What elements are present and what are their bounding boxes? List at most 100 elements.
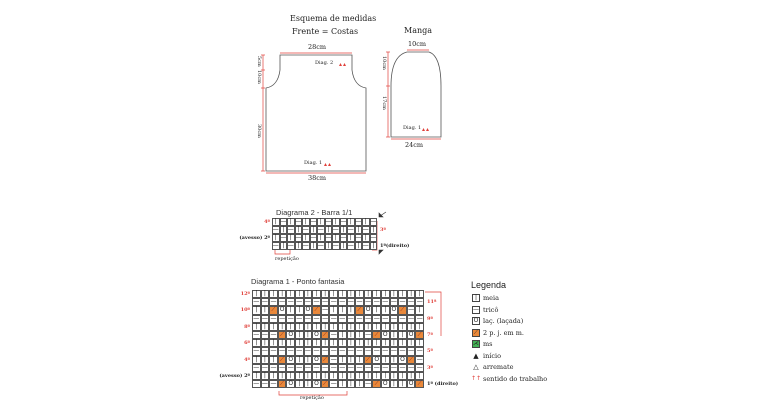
chart-cell: — [260,298,270,307]
chart-cell: — [260,331,270,340]
body-top-width: 28cm [308,43,327,51]
chart-cell: — [346,363,356,372]
legend-item: ⟋2 p. j. em m. [472,328,524,337]
chart-cell: | [286,372,295,381]
chart-cell: | [415,322,424,331]
chart-cell: | [406,322,416,331]
chart-cell: — [389,363,399,372]
chart-cell: — [287,226,295,234]
sleeve-bottom-width: 24cm [405,141,424,149]
legend-label: início [483,351,501,360]
chart-cell: | [286,306,295,315]
chart-cell: | [295,322,304,331]
chart-cell: — [252,363,261,372]
chart-cell: — [389,347,399,356]
sleeve-cap-height: 10cm [381,56,387,70]
chart-cell: | [277,290,287,299]
chart-cell: | [260,306,270,315]
chart-cell: | [309,242,317,250]
body-height: 30cm [256,124,262,138]
sleeve-top-width: 10cm [408,40,427,48]
chart-cell: | [347,218,355,226]
chart-cell: | [279,242,287,250]
chart-cell: — [329,298,338,307]
legend-label: 2 p. j. em m. [483,328,524,337]
chart-cell: — [286,314,295,323]
chart-cell: — [332,242,340,250]
chart-cell: — [252,380,261,389]
chart-cell: — [309,234,317,242]
chart-cell: | [398,322,407,331]
chart-cell: | [406,339,416,348]
chart-cell: — [415,347,424,356]
chart-cell: — [415,314,424,323]
chart-cell: ⟋ [277,380,287,389]
chart-cell: — [363,380,373,389]
chart-cell: O [312,380,321,389]
chart-cell: — [346,347,356,356]
chart-cell: — [320,363,330,372]
chart-cell: | [389,339,399,348]
chart-cell: | [317,234,325,242]
diag1-repeat-bracket [278,291,442,396]
chart-cell: — [317,226,325,234]
chart-cell: | [329,339,338,348]
chart-cell: ⟋ [355,306,364,315]
chart-cell: | [346,290,356,299]
chart-cell: | [355,372,364,381]
chart-cell: O [303,306,313,315]
chart-cell: — [339,218,347,226]
chart-cell: | [406,372,416,381]
row-label-left: 10ª [240,307,250,314]
chart-cell: | [260,322,270,331]
chart-cell: | [338,290,347,299]
chart-cell: | [346,355,356,364]
chart-cell: — [260,380,270,389]
chart-cell: — [338,363,347,372]
chart-cell: ⟋ [269,306,278,315]
chart-cell: — [372,314,381,323]
row-label-right: 5ª [427,348,433,355]
chart-cell: — [303,298,313,307]
chart-cell: O [381,380,390,389]
chart-cell: — [329,363,338,372]
chart-cell: | [272,234,280,242]
chart-cell: | [355,355,364,364]
chart-cell: | [372,290,381,299]
chart-cell: — [355,363,364,372]
chart-cell: | [355,339,364,348]
chart-cell: | [303,290,313,299]
chart-cell: | [303,355,313,364]
chart-cell: | [252,322,261,331]
legend-label: ms [483,340,493,348]
chart-cell: | [346,322,356,331]
chart-cell: | [415,290,424,299]
chart-cell: O [312,331,321,340]
legend-symbol-icon: — [472,305,480,314]
row-label-right: 11ª [427,299,437,306]
chart-cell: | [252,372,261,381]
chart-cell: | [339,242,347,250]
chart-cell: — [302,242,310,250]
chart-cell: O [406,331,416,340]
chart-cell: — [347,226,355,234]
chart-cell: — [252,314,261,323]
chart-cell: — [286,298,295,307]
sleeve-direction-arrows [422,128,429,131]
chart-cell: — [406,314,416,323]
chart-cell: | [372,339,381,348]
chart-cell: | [354,242,362,250]
chart-cell: — [317,242,325,250]
chart-cell: O [312,355,321,364]
chart-cell: | [295,339,304,348]
chart-cell: — [363,298,373,307]
chart-cell: ⟋ [372,331,381,340]
legend-symbol-icon: O [472,317,480,325]
chart-cell: | [303,372,313,381]
chart-cell: — [362,226,370,234]
legend-label: tricô [483,305,499,314]
legend-item: △arremate [472,363,513,371]
chart-cell: | [372,306,381,315]
chart-cell: — [309,218,317,226]
chart-cell: | [363,322,373,331]
